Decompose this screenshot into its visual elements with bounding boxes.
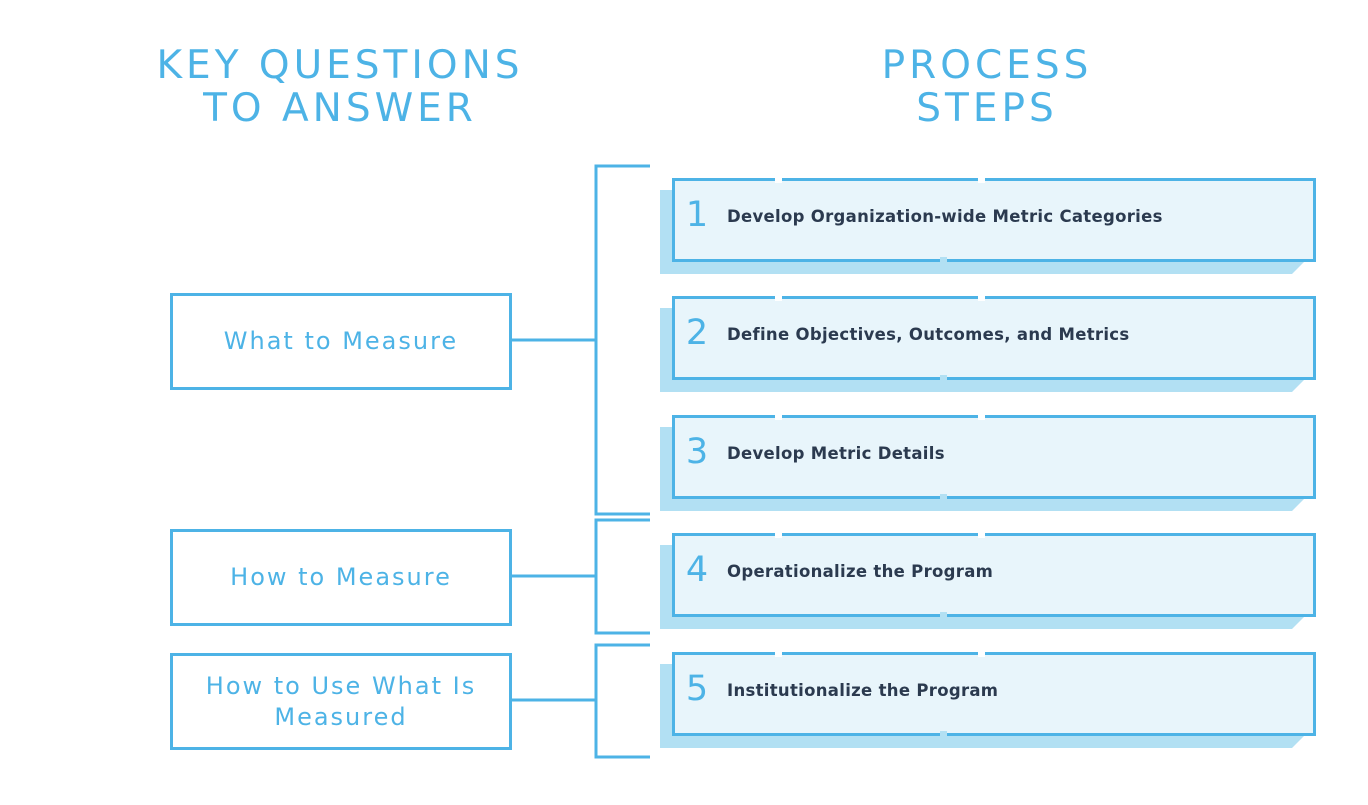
question-box-how-to-use-what-is-measured: How to Use What Is Measured xyxy=(170,653,512,750)
panel-gap xyxy=(775,652,782,657)
step-number: 5 xyxy=(685,669,709,709)
bracket-what-to-measure xyxy=(594,164,650,516)
step-label: Institutionalize the Program xyxy=(727,681,999,700)
panel-gap xyxy=(775,533,782,538)
panel-gap xyxy=(978,533,985,538)
step-panel xyxy=(672,415,1316,499)
panel-gap xyxy=(775,296,782,301)
question-box-what-to-measure: What to Measure xyxy=(170,293,512,390)
step-panel xyxy=(672,533,1316,617)
panel-gap xyxy=(775,178,782,183)
step-number: 3 xyxy=(685,432,709,472)
panel-gap xyxy=(775,415,782,420)
process-steps-heading-line-1: PROCESS xyxy=(881,43,1093,88)
process-steps-heading-line-2: STEPS xyxy=(916,86,1058,131)
process-steps-heading: PROCESS STEPS xyxy=(787,44,1187,130)
step-number: 4 xyxy=(685,550,709,590)
key-questions-heading-line-2: TO ANSWER xyxy=(203,86,477,131)
key-questions-heading-line-1: KEY QUESTIONS xyxy=(156,43,524,88)
step-panel xyxy=(672,652,1316,736)
question-label: What to Measure xyxy=(223,327,459,355)
step-number: 2 xyxy=(685,313,709,353)
process-step-1: 1 Develop Organization-wide Metric Categ… xyxy=(660,178,1316,274)
step-label: Define Objectives, Outcomes, and Metrics xyxy=(727,325,1130,344)
panel-gap xyxy=(940,612,947,617)
key-questions-heading: KEY QUESTIONS TO ANSWER xyxy=(140,44,540,130)
panel-gap xyxy=(940,375,947,380)
step-label: Develop Metric Details xyxy=(727,444,945,463)
process-step-2: 2 Define Objectives, Outcomes, and Metri… xyxy=(660,296,1316,392)
step-panel xyxy=(672,296,1316,380)
process-step-4: 4 Operationalize the Program xyxy=(660,533,1316,629)
process-step-5: 5 Institutionalize the Program xyxy=(660,652,1316,748)
question-label: How to Use What Is Measured xyxy=(205,671,477,731)
bracket-how-to-measure xyxy=(594,518,650,635)
question-box-how-to-measure: How to Measure xyxy=(170,529,512,626)
question-label: How to Measure xyxy=(230,563,452,591)
step-label: Develop Organization-wide Metric Categor… xyxy=(727,207,1163,226)
step-number: 1 xyxy=(685,195,709,235)
panel-gap xyxy=(940,494,947,499)
panel-gap xyxy=(940,257,947,262)
panel-gap xyxy=(978,652,985,657)
process-step-3: 3 Develop Metric Details xyxy=(660,415,1316,511)
panel-gap xyxy=(940,731,947,736)
step-panel xyxy=(672,178,1316,262)
step-label: Operationalize the Program xyxy=(727,562,994,581)
panel-gap xyxy=(978,178,985,183)
bracket-how-to-use xyxy=(594,643,650,759)
panel-gap xyxy=(978,296,985,301)
panel-gap xyxy=(978,415,985,420)
